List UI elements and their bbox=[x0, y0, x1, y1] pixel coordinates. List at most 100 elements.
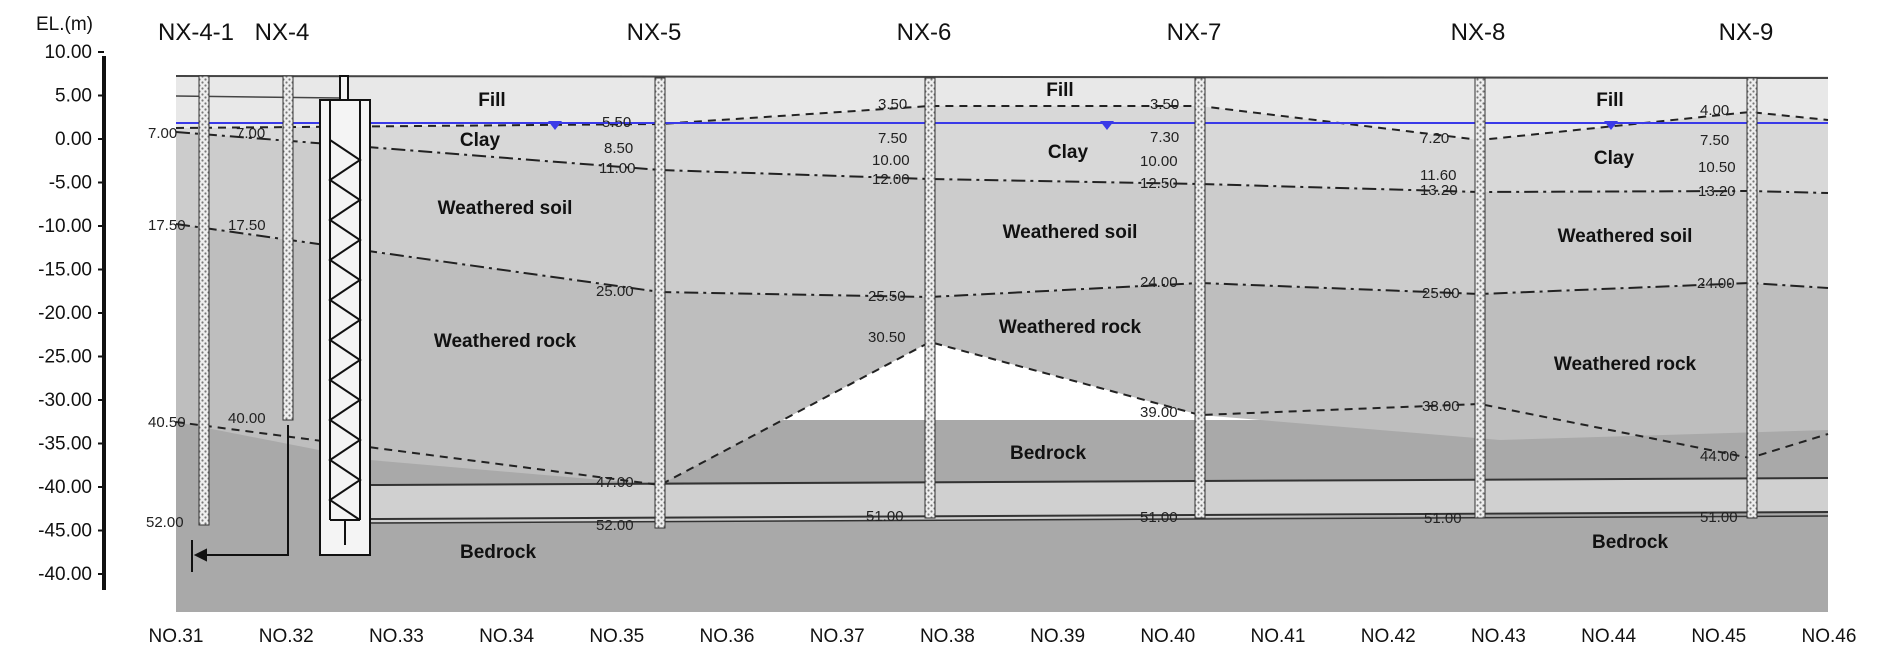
depth-label: 51.00 bbox=[1700, 509, 1738, 526]
station-label: NO.41 bbox=[1251, 626, 1306, 647]
elevation-tick-label: -40.00 bbox=[38, 564, 92, 585]
depth-label: 3.50 bbox=[1150, 96, 1179, 113]
depth-label: 39.00 bbox=[1140, 404, 1178, 421]
borehole-name: NX-4 bbox=[255, 19, 310, 46]
depth-label: 52.00 bbox=[146, 514, 184, 531]
elevation-tick-label: -45.00 bbox=[38, 521, 92, 542]
layer-label: Weathered soil bbox=[438, 198, 573, 219]
depth-label: 7.50 bbox=[878, 130, 907, 147]
station-label: NO.45 bbox=[1691, 626, 1746, 647]
water-table-marker-2 bbox=[1100, 121, 1114, 130]
elevation-tick-label: -40.00 bbox=[38, 477, 92, 498]
depth-label: 12.50 bbox=[1140, 175, 1178, 192]
depth-label: 3.50 bbox=[878, 96, 907, 113]
layer-label: Bedrock bbox=[460, 542, 536, 563]
elevation-tick-label: 0.00 bbox=[55, 129, 92, 150]
elevation-tick-label: 5.00 bbox=[55, 86, 92, 107]
depth-label: 7.00 bbox=[148, 125, 177, 142]
depth-label: 4.00 bbox=[1700, 102, 1729, 119]
elevation-tick-label: -5.00 bbox=[49, 173, 92, 194]
station-label: NO.40 bbox=[1140, 626, 1195, 647]
layer-label: Bedrock bbox=[1010, 443, 1086, 464]
depth-label: 44.00 bbox=[1700, 448, 1738, 465]
depth-label: 10.00 bbox=[1140, 153, 1178, 170]
depth-label: 11.00 bbox=[599, 160, 635, 177]
layer-label: Clay bbox=[1594, 148, 1635, 169]
elevation-tick-label: -20.00 bbox=[38, 303, 92, 324]
depth-label: 25.00 bbox=[596, 283, 634, 300]
layer-label: Weathered rock bbox=[434, 331, 577, 352]
depth-label: 17.50 bbox=[228, 217, 266, 234]
depth-label: 12.00 bbox=[872, 171, 910, 188]
depth-label: 25.00 bbox=[1422, 285, 1460, 302]
station-label: NO.44 bbox=[1581, 626, 1636, 647]
borehole-name: NX-5 bbox=[627, 19, 682, 46]
depth-label: 52.00 bbox=[596, 517, 634, 534]
depth-label: 7.30 bbox=[1150, 129, 1179, 146]
borehole-name: NX-6 bbox=[897, 19, 952, 46]
layer-label: Fill bbox=[1596, 90, 1623, 111]
strata bbox=[175, 75, 1829, 612]
depth-label: 51.00 bbox=[1424, 510, 1462, 527]
layer-label: Weathered rock bbox=[1554, 354, 1697, 375]
borehole-log bbox=[1474, 77, 1486, 519]
station-label: NO.46 bbox=[1802, 626, 1857, 647]
depth-label: 7.20 bbox=[1420, 130, 1449, 147]
depth-label: 30.50 bbox=[868, 329, 906, 346]
water-table-marker-1 bbox=[548, 121, 562, 130]
depth-label: 25.50 bbox=[868, 288, 906, 305]
depth-label: 7.00 bbox=[236, 125, 265, 142]
sub-bedrock-band bbox=[370, 478, 1828, 522]
station-label: NO.36 bbox=[700, 626, 755, 647]
elevation-tick-label: -10.00 bbox=[38, 216, 92, 237]
depth-label: 51.00 bbox=[1140, 509, 1178, 526]
station-label: NO.31 bbox=[149, 626, 204, 647]
depth-label: 24.00 bbox=[1140, 274, 1178, 291]
layer-label: Clay bbox=[460, 130, 501, 151]
layer-label: Fill bbox=[478, 90, 505, 111]
station-label: NO.33 bbox=[369, 626, 424, 647]
elevation-axis: EL.(m) 10.00 5.00 0.00 -5.00 -10.00 -15.00 -20… bbox=[36, 14, 106, 590]
borehole-name: NX-7 bbox=[1167, 19, 1222, 46]
depth-label: 38.00 bbox=[1422, 398, 1460, 415]
depth-label: 24.00 bbox=[1697, 275, 1735, 292]
station-label: NO.35 bbox=[589, 626, 644, 647]
station-label: NO.38 bbox=[920, 626, 975, 647]
depth-label: 10.50 bbox=[1698, 159, 1736, 176]
station-label: NO.43 bbox=[1471, 626, 1526, 647]
weathered-soil-layer bbox=[176, 132, 1828, 297]
layer-label: Weathered soil bbox=[1558, 226, 1693, 247]
elevation-tick-label: -15.00 bbox=[38, 260, 92, 281]
elevation-tick-label: 10.00 bbox=[44, 42, 92, 63]
elevation-axis-label: EL.(m) bbox=[36, 14, 93, 35]
depth-label: 40.00 bbox=[228, 410, 266, 427]
borehole-log bbox=[198, 75, 210, 526]
borehole-log bbox=[924, 77, 936, 519]
depth-label: 13.20 bbox=[1698, 183, 1736, 200]
depth-label: 17.50 bbox=[148, 217, 186, 234]
station-label: NO.39 bbox=[1030, 626, 1085, 647]
clay-layer bbox=[176, 106, 1828, 193]
elevation-tick-label: -30.00 bbox=[38, 390, 92, 411]
depth-label: 47.00 bbox=[596, 474, 634, 491]
layer-label: Fill bbox=[1046, 80, 1073, 101]
borehole-name: NX-4-1 bbox=[158, 19, 234, 46]
elevation-tick-label: -35.00 bbox=[38, 434, 92, 455]
depth-label: 40.50 bbox=[148, 414, 186, 431]
weathered-rock-layer bbox=[176, 224, 1828, 485]
station-label: NO.32 bbox=[259, 626, 314, 647]
elevation-tick-label: -25.00 bbox=[38, 347, 92, 368]
depth-label: 51.00 bbox=[866, 508, 904, 525]
depth-label: 7.50 bbox=[1700, 132, 1729, 149]
borehole-log bbox=[1194, 77, 1206, 519]
station-label: NO.34 bbox=[479, 626, 534, 647]
layer-label: Weathered soil bbox=[1003, 222, 1138, 243]
depth-label: 5.50 bbox=[602, 114, 631, 131]
depth-label: 13.20 bbox=[1420, 182, 1458, 199]
borehole-name: NX-8 bbox=[1451, 19, 1506, 46]
borehole-name: NX-9 bbox=[1719, 19, 1774, 46]
station-label: NO.42 bbox=[1361, 626, 1416, 647]
layer-label: Weathered rock bbox=[999, 317, 1142, 338]
station-label: NO.37 bbox=[810, 626, 865, 647]
